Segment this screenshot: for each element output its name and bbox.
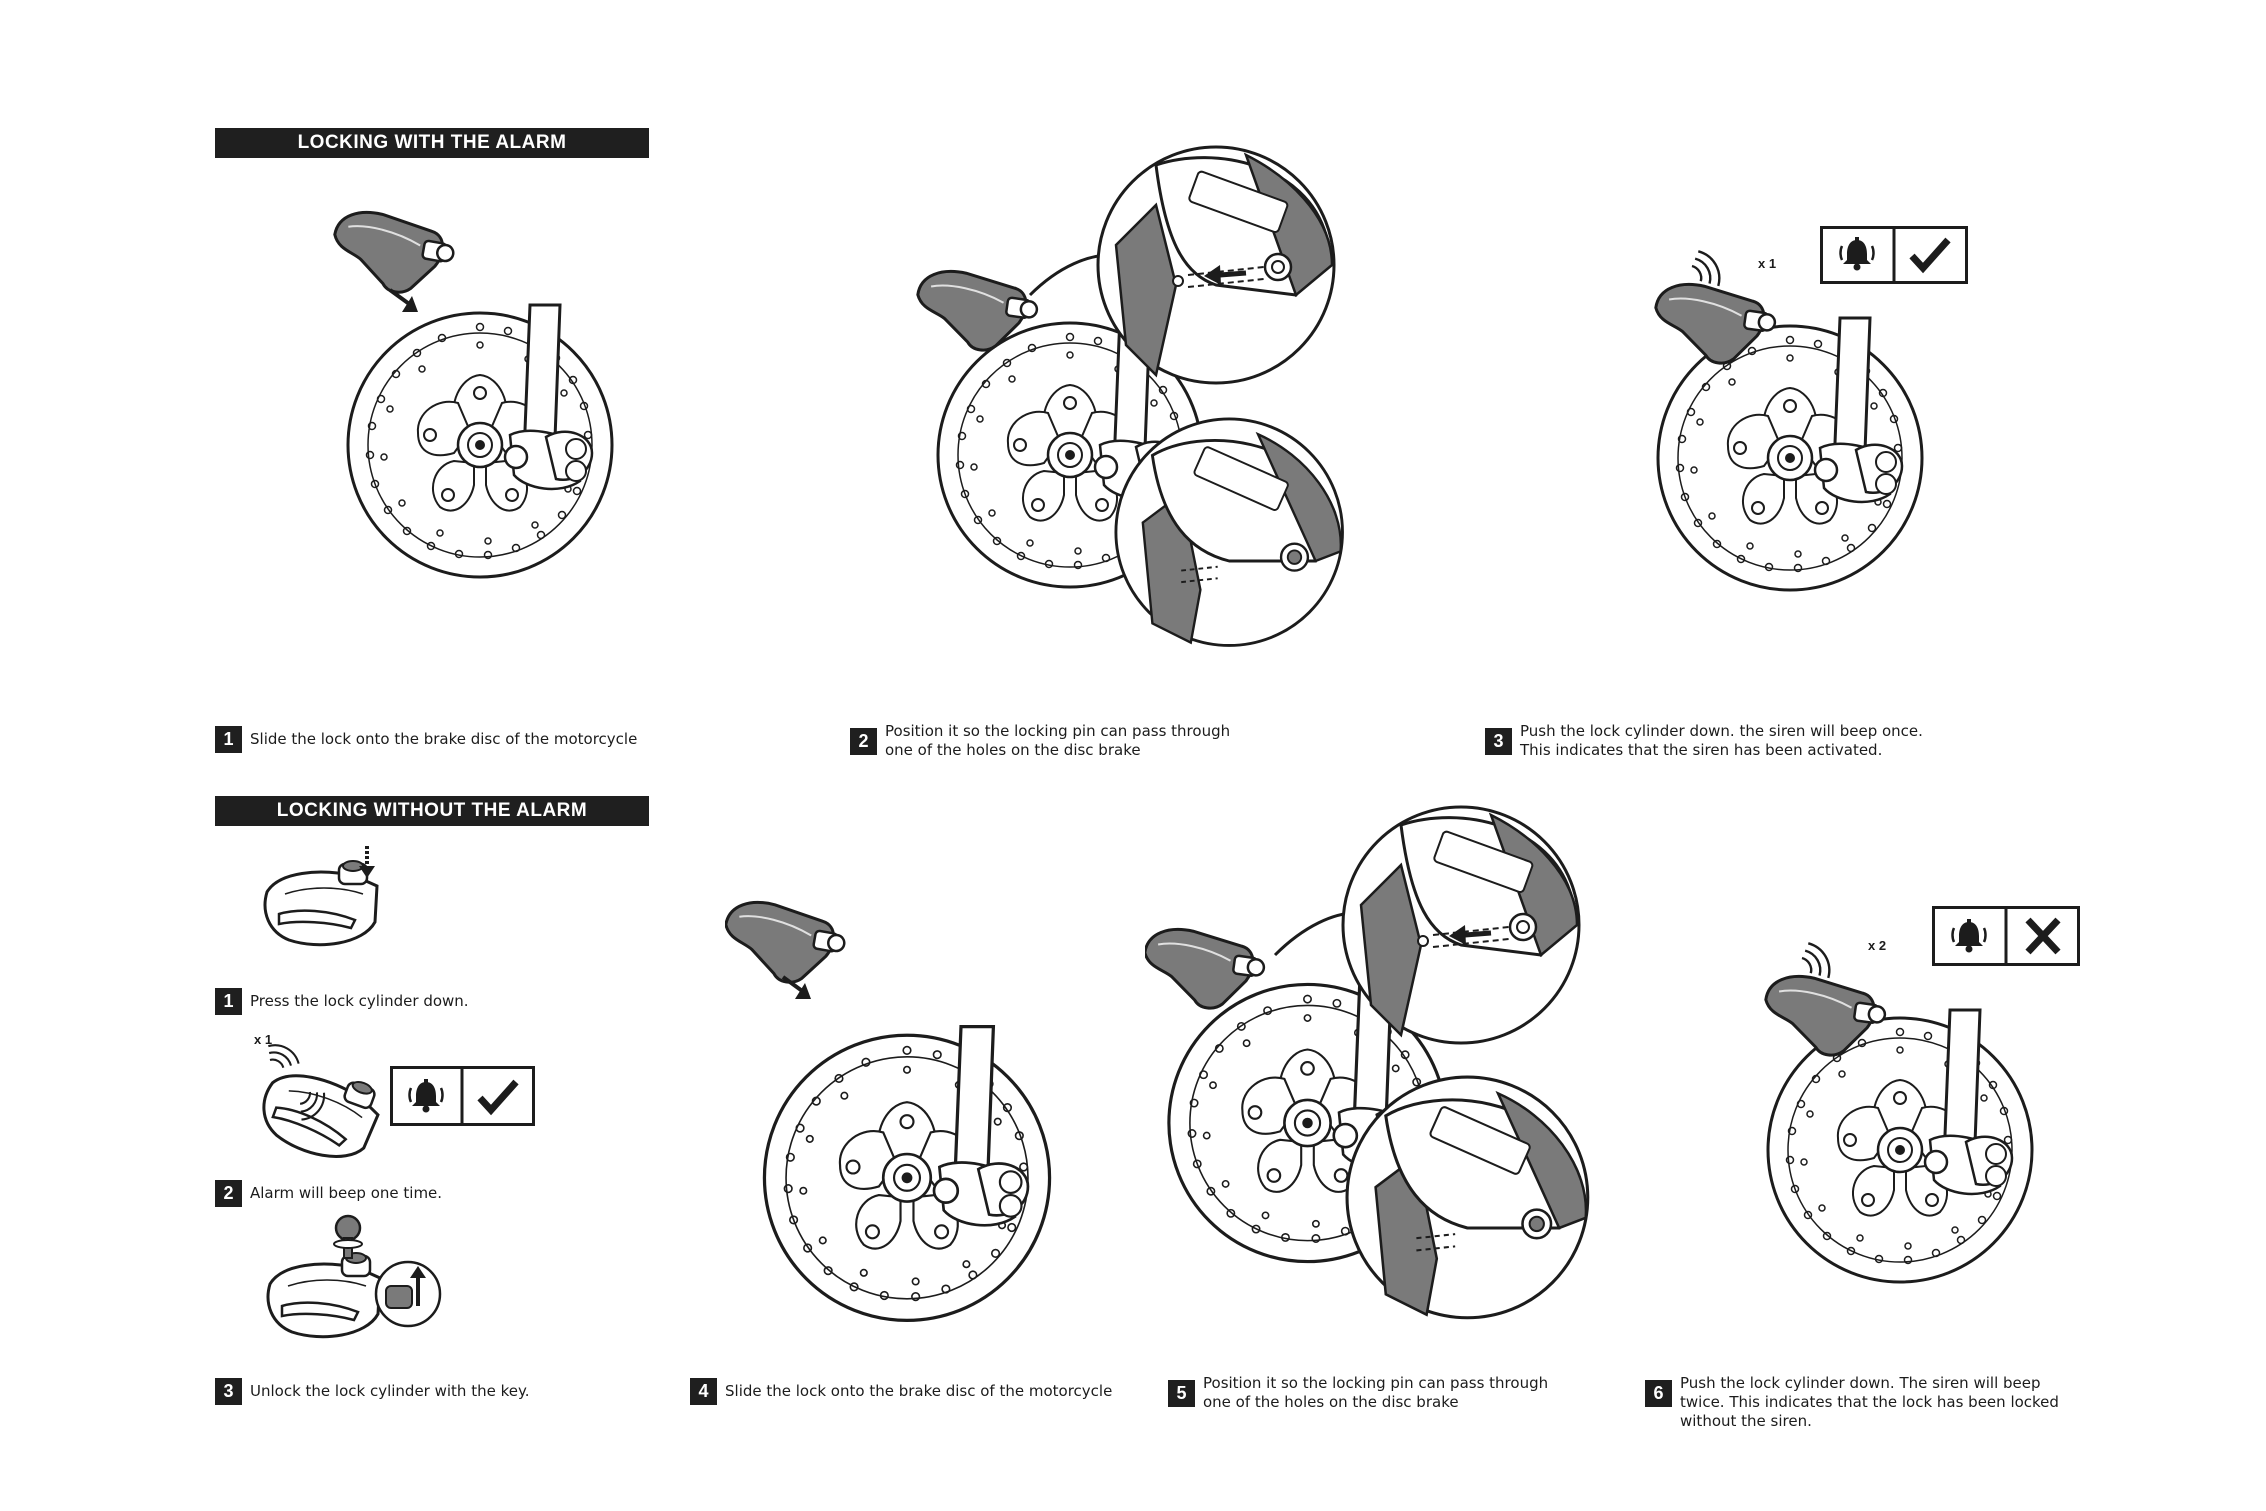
illustration-push-cylinder-once: x 1 <box>1647 245 1924 592</box>
step-text: Press the lock cylinder down. <box>250 992 469 1010</box>
without-alarm-step-6: 6 Push the lock cylinder down. The siren… <box>1645 1374 2065 1431</box>
illustration-slide-lock-on-disc <box>330 205 614 579</box>
step-text: Push the lock cylinder down. The siren w… <box>1680 1374 2059 1430</box>
with-alarm-step-2: 2 Position it so the locking pin can pas… <box>850 722 1250 760</box>
checkmark-icon <box>477 1079 519 1116</box>
illustration-push-cylinder-twice: x 2 <box>1757 937 2034 1284</box>
arrow-up-icon <box>410 1266 426 1306</box>
step-number: 2 <box>215 1180 242 1207</box>
step-number: 3 <box>215 1378 242 1405</box>
illustration-unlock-with-key <box>266 1214 442 1339</box>
cross-icon <box>2025 917 2061 955</box>
step-text: Position it so the locking pin can pass … <box>1203 1374 1549 1411</box>
step-number: 3 <box>1485 728 1512 755</box>
step-number: 5 <box>1168 1380 1195 1407</box>
alarm-on-indicator <box>1820 226 1968 284</box>
arrow-down-icon <box>359 846 375 878</box>
without-alarm-step-2: 2 Alarm will beep one time. <box>215 1180 442 1207</box>
beep-count-twice: x 2 <box>1868 938 1886 953</box>
section-title-without-alarm: LOCKING WITHOUT THE ALARM <box>215 796 649 826</box>
without-alarm-step-1: 1 Press the lock cylinder down. <box>215 988 469 1015</box>
arrow-icon <box>388 288 420 314</box>
step-text: Push the lock cylinder down. the siren w… <box>1520 722 1923 759</box>
with-alarm-step-3: 3 Push the lock cylinder down. the siren… <box>1485 722 1945 760</box>
step-text: Slide the lock onto the brake disc of th… <box>725 1382 1113 1400</box>
step-number: 1 <box>215 988 242 1015</box>
beep-count-once: x 1 <box>1758 256 1776 271</box>
disc-lock-illustration <box>330 205 460 303</box>
step-text: Position it so the locking pin can pass … <box>885 722 1231 759</box>
with-alarm-step-1: 1 Slide the lock onto the brake disc of … <box>215 726 637 753</box>
step-number: 2 <box>850 728 877 755</box>
checkmark-icon <box>1909 237 1951 274</box>
section-title-with-alarm: LOCKING WITH THE ALARM <box>215 128 649 158</box>
key-icon <box>333 1214 363 1259</box>
without-alarm-step-3: 3 Unlock the lock cylinder with the key. <box>215 1378 529 1405</box>
illustration-alarm-beep: x 1 <box>251 1032 380 1170</box>
step-text: Slide the lock onto the brake disc of th… <box>250 730 638 748</box>
step-text: Alarm will beep one time. <box>250 1184 443 1202</box>
step-number: 6 <box>1645 1380 1672 1407</box>
alarm-off-indicator <box>1932 906 2080 966</box>
without-alarm-step-5: 5 Position it so the locking pin can pas… <box>1168 1374 1568 1412</box>
beep-count-once: x 1 <box>254 1032 272 1047</box>
alarm-on-indicator <box>390 1066 535 1126</box>
illustration-position-pin-2 <box>1145 805 1590 1320</box>
without-alarm-step-4: 4 Slide the lock onto the brake disc of … <box>690 1378 1112 1405</box>
step-number: 4 <box>690 1378 717 1405</box>
step-number: 1 <box>215 726 242 753</box>
illustration-press-cylinder <box>263 846 379 947</box>
illustration-slide-lock-on-disc-2 <box>725 895 1052 1322</box>
illustration-position-pin <box>909 145 1344 647</box>
step-text: Unlock the lock cylinder with the key. <box>250 1382 530 1400</box>
